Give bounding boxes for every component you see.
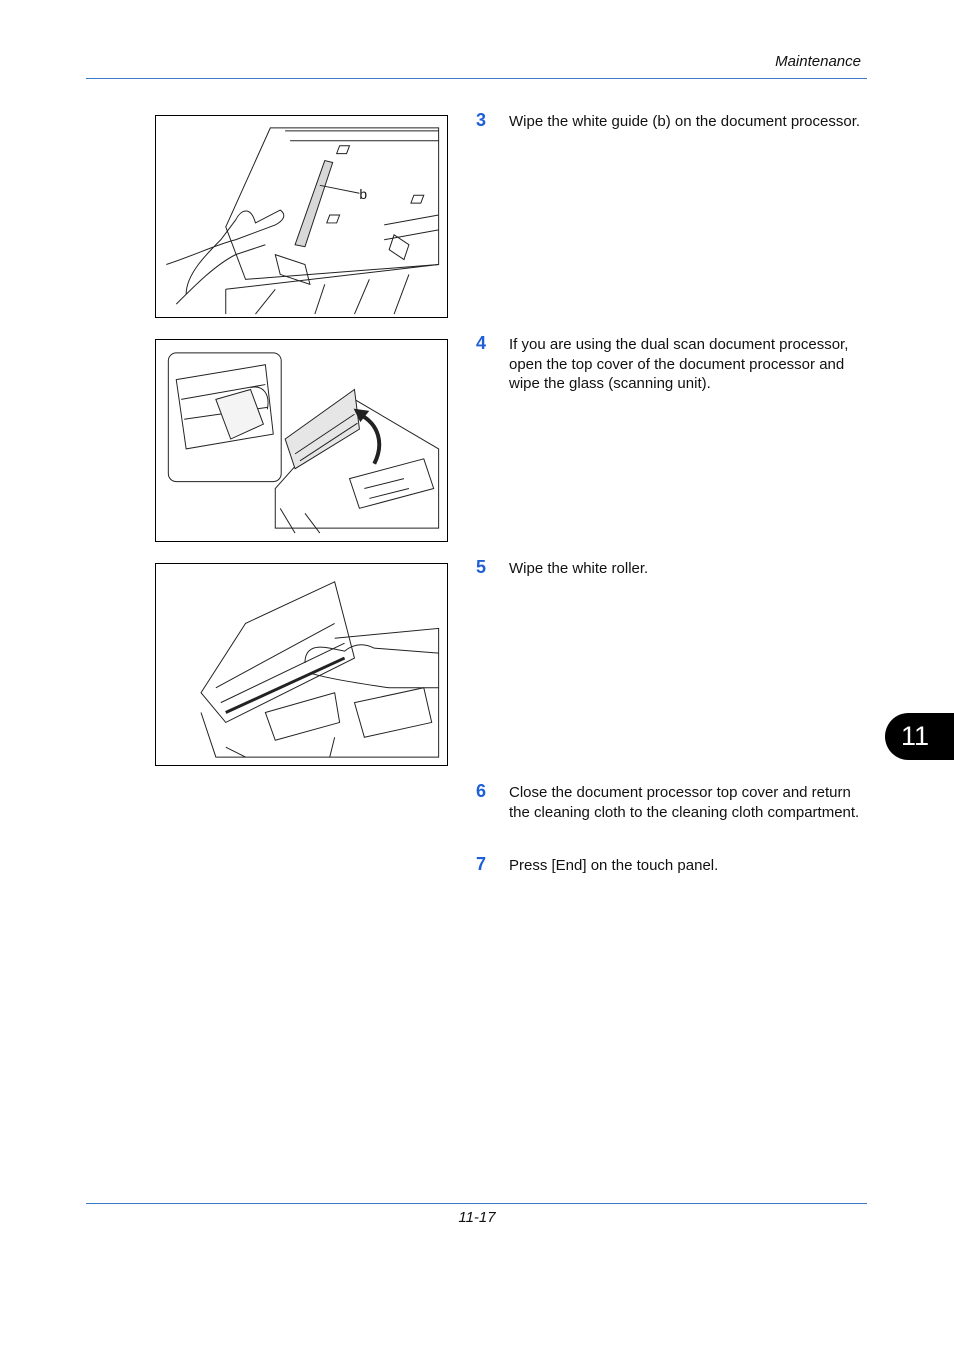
figure-open-top-cover [155, 339, 448, 542]
step-5: 5 Wipe the white roller. [476, 557, 868, 579]
page-number: 11-17 [458, 1209, 496, 1226]
step-text: Press [End] on the touch panel. [509, 857, 719, 874]
step-number: 4 [476, 333, 487, 353]
step-text: Wipe the white roller. [509, 560, 649, 577]
step-text: If you are using the dual scan document … [509, 336, 849, 392]
step-number: 5 [476, 557, 487, 577]
step-number: 3 [476, 110, 487, 130]
step-text: Close the document processor top cover a… [509, 784, 860, 821]
chapter-tab: 11 [885, 713, 954, 760]
step-text: Wipe the white guide (b) on the document… [509, 113, 861, 130]
callout-b: b [359, 186, 367, 202]
figure-wipe-white-guide: b [155, 115, 448, 318]
step-6: 6 Close the document processor top cover… [476, 781, 868, 822]
step-3: 3 Wipe the white guide (b) on the docume… [476, 110, 868, 132]
step-number: 7 [476, 854, 487, 874]
header-rule [86, 78, 867, 79]
step-7: 7 Press [End] on the touch panel. [476, 854, 868, 876]
footer-rule [86, 1203, 867, 1204]
step-number: 6 [476, 781, 487, 801]
figure-wipe-white-roller [155, 563, 448, 766]
step-4: 4 If you are using the dual scan documen… [476, 333, 868, 394]
header-section-title: Maintenance [775, 53, 861, 70]
